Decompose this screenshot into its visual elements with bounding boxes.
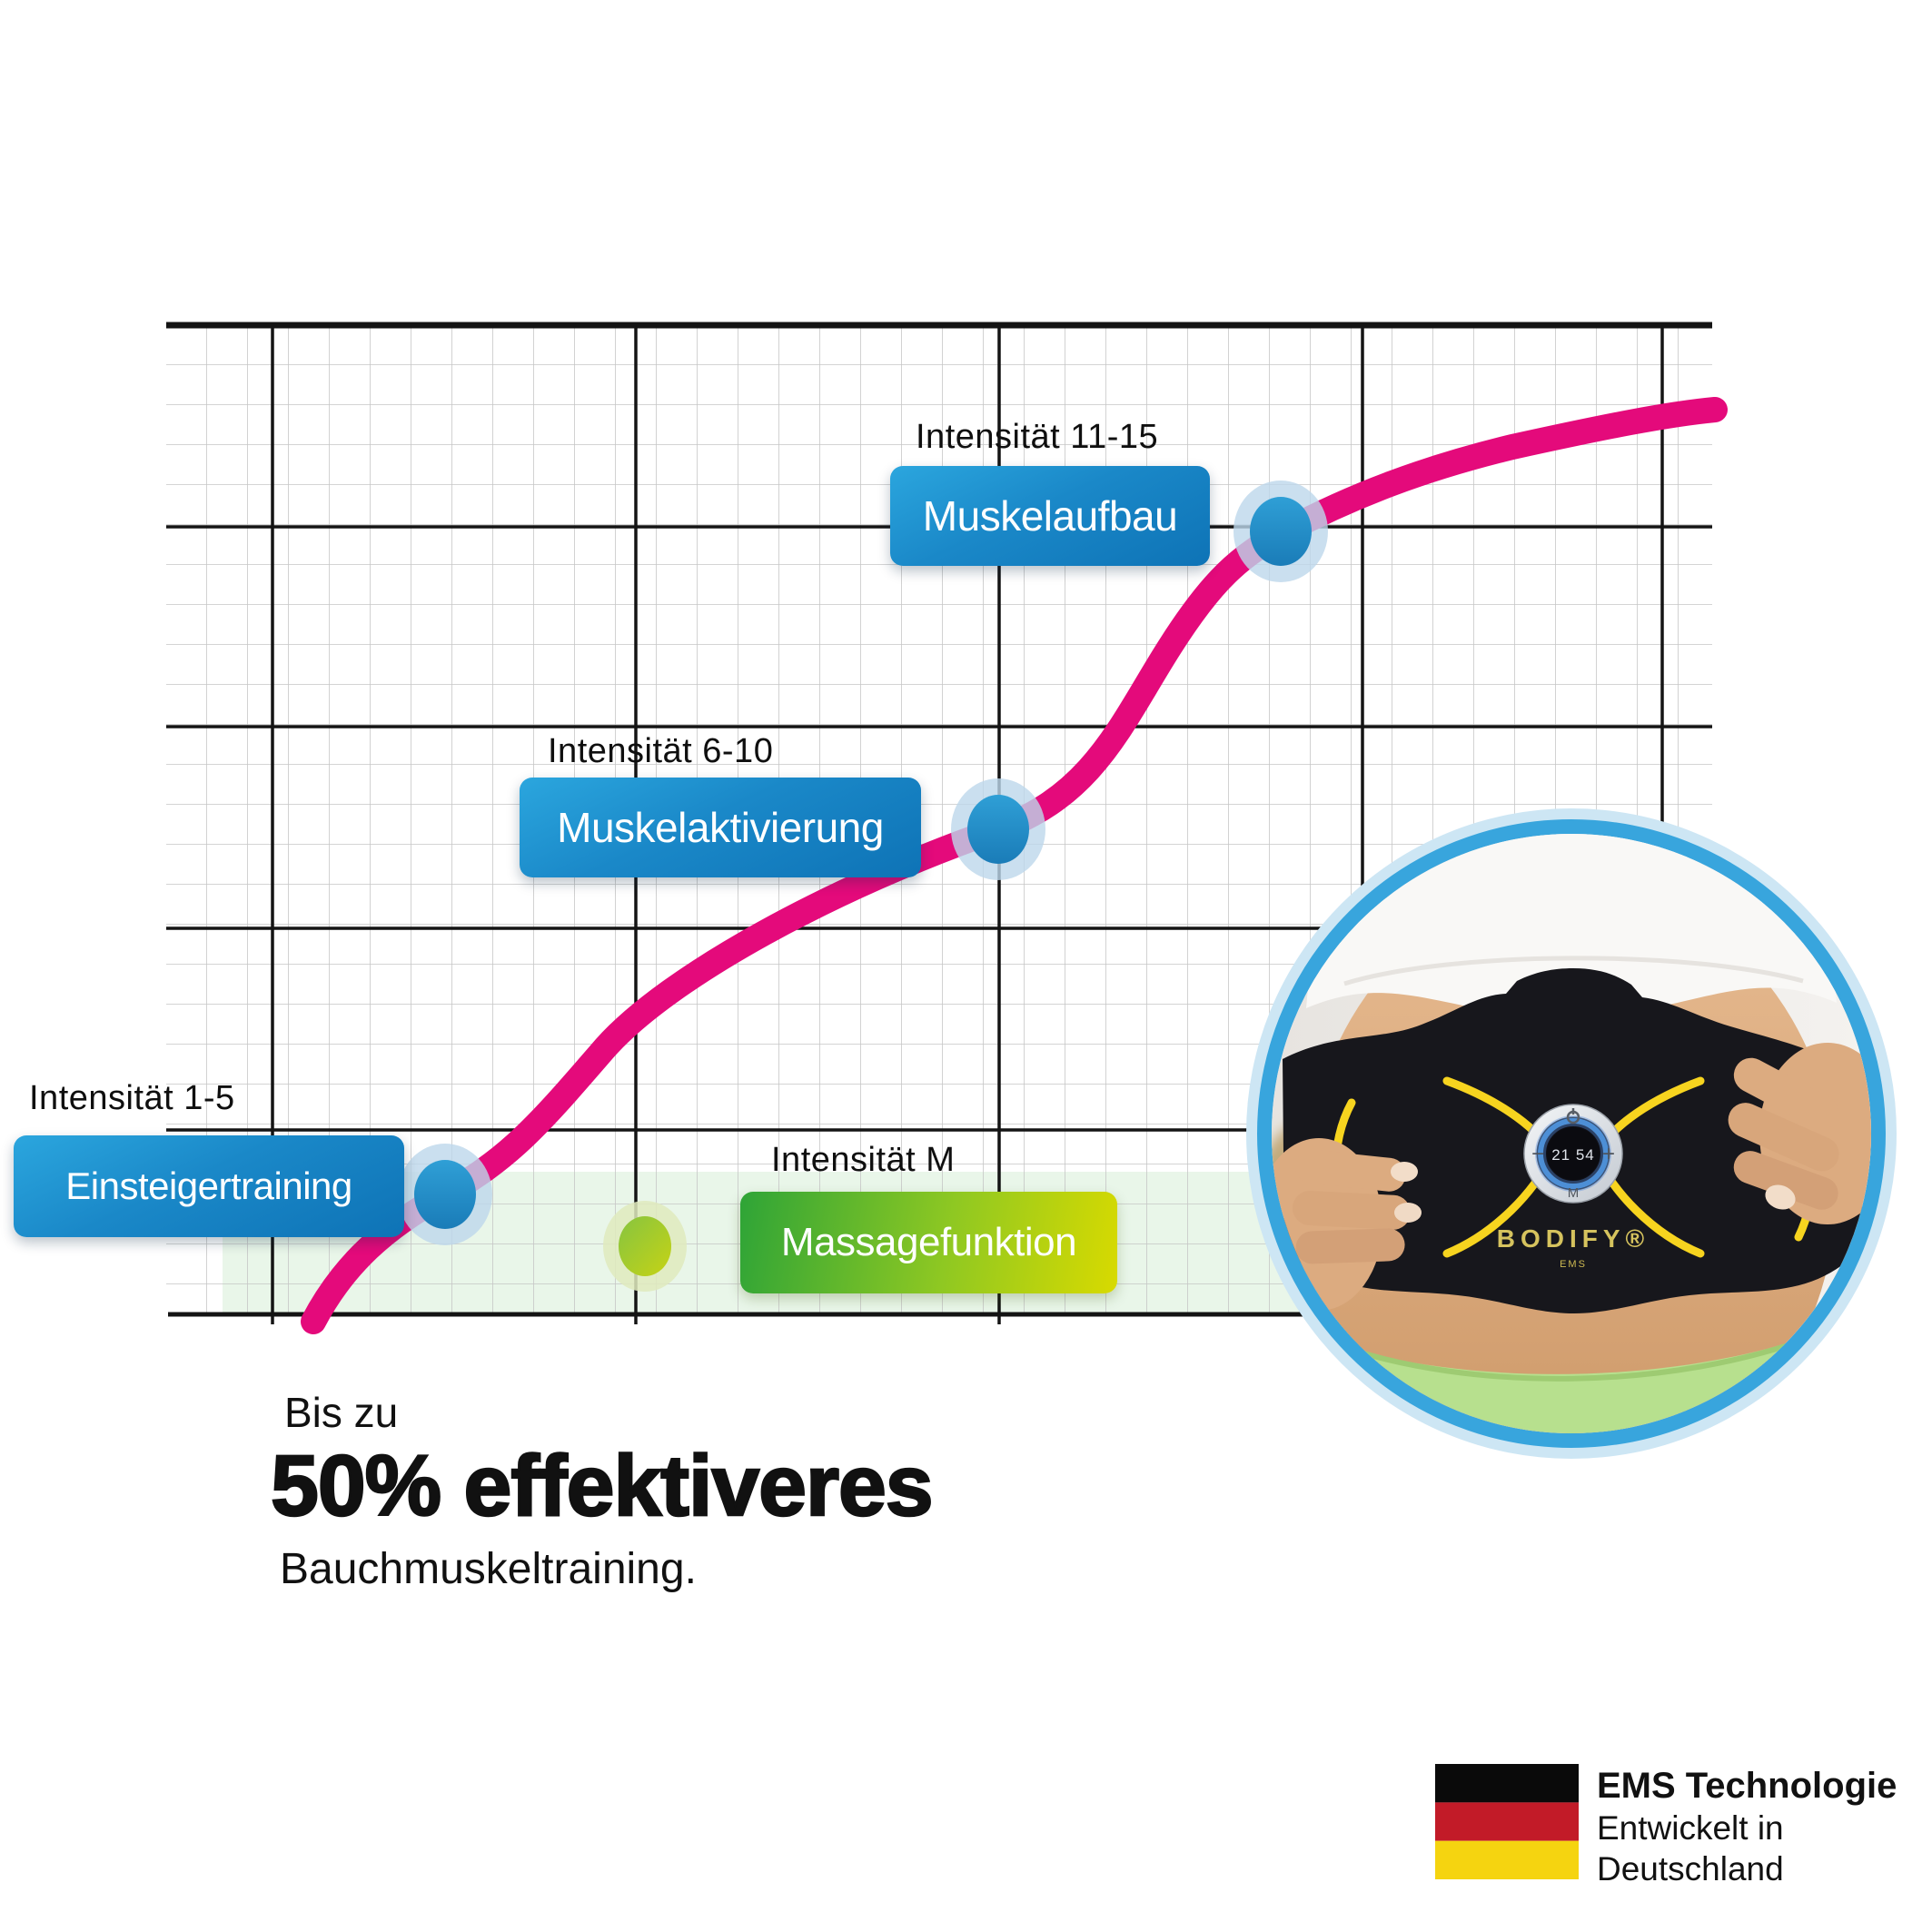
ems-belt-photo: 21 54 − + M BODIFY® EMS <box>1272 834 1871 1433</box>
minus-icon: − <box>1531 1142 1544 1166</box>
stage-box-massagefunktion: Massagefunktion <box>740 1192 1117 1293</box>
headline-subclaim: Bauchmuskeltraining. <box>280 1545 697 1593</box>
milestone-dot-einsteigertraining <box>398 1144 492 1245</box>
headline-intro: Bis zu <box>284 1389 399 1436</box>
intensity-range-label: Intensität 1-5 <box>29 1079 235 1117</box>
germany-flag <box>1435 1764 1579 1879</box>
stage-box-muskelaufbau: Muskelaufbau <box>890 466 1210 566</box>
white-top <box>1306 834 1837 1018</box>
milestone-dot-muskelaktivierung <box>951 778 1045 880</box>
intensity-range-label: Intensität 11-15 <box>916 418 1159 456</box>
badge-line: Entwickelt in <box>1597 1809 1784 1847</box>
badge-title: EMS Technologie <box>1597 1766 1897 1806</box>
dial-display: 21 54 <box>1551 1146 1595 1164</box>
intensity-range-label: Intensität 6-10 <box>548 732 774 770</box>
brand-sub-label: EMS <box>1560 1259 1587 1270</box>
stage-box-muskelaktivierung: Muskelaktivierung <box>520 778 921 877</box>
made-in-germany-badge: EMS Technologie Entwickelt in Deutschlan… <box>1435 1764 1897 1889</box>
milestone-dot-muskelaufbau <box>1234 481 1328 582</box>
left-hand <box>1272 1138 1422 1311</box>
power-icon <box>1566 1108 1580 1125</box>
badge-text: EMS Technologie Entwickelt in Deutschlan… <box>1597 1764 1897 1889</box>
headline-claim: 50% effektiveres <box>270 1437 935 1536</box>
right-hand <box>1728 1043 1871 1224</box>
plus-icon: + <box>1602 1142 1615 1166</box>
badge-line: Deutschland <box>1597 1850 1784 1887</box>
massage-dot <box>603 1201 687 1292</box>
mode-label: M <box>1568 1185 1580 1201</box>
product-photo-circle: 21 54 − + M BODIFY® EMS <box>1257 819 1886 1448</box>
brand-logo: BODIFY® <box>1497 1224 1650 1253</box>
waistband <box>1334 1333 1818 1382</box>
stage-box-einsteigertraining: Einsteigertraining <box>14 1135 404 1237</box>
intensity-range-label: Intensität M <box>771 1141 956 1179</box>
control-dial: 21 54 − + M <box>1523 1104 1623 1204</box>
shirt-fold <box>1343 956 1804 986</box>
intensity-curve <box>301 397 1728 1334</box>
